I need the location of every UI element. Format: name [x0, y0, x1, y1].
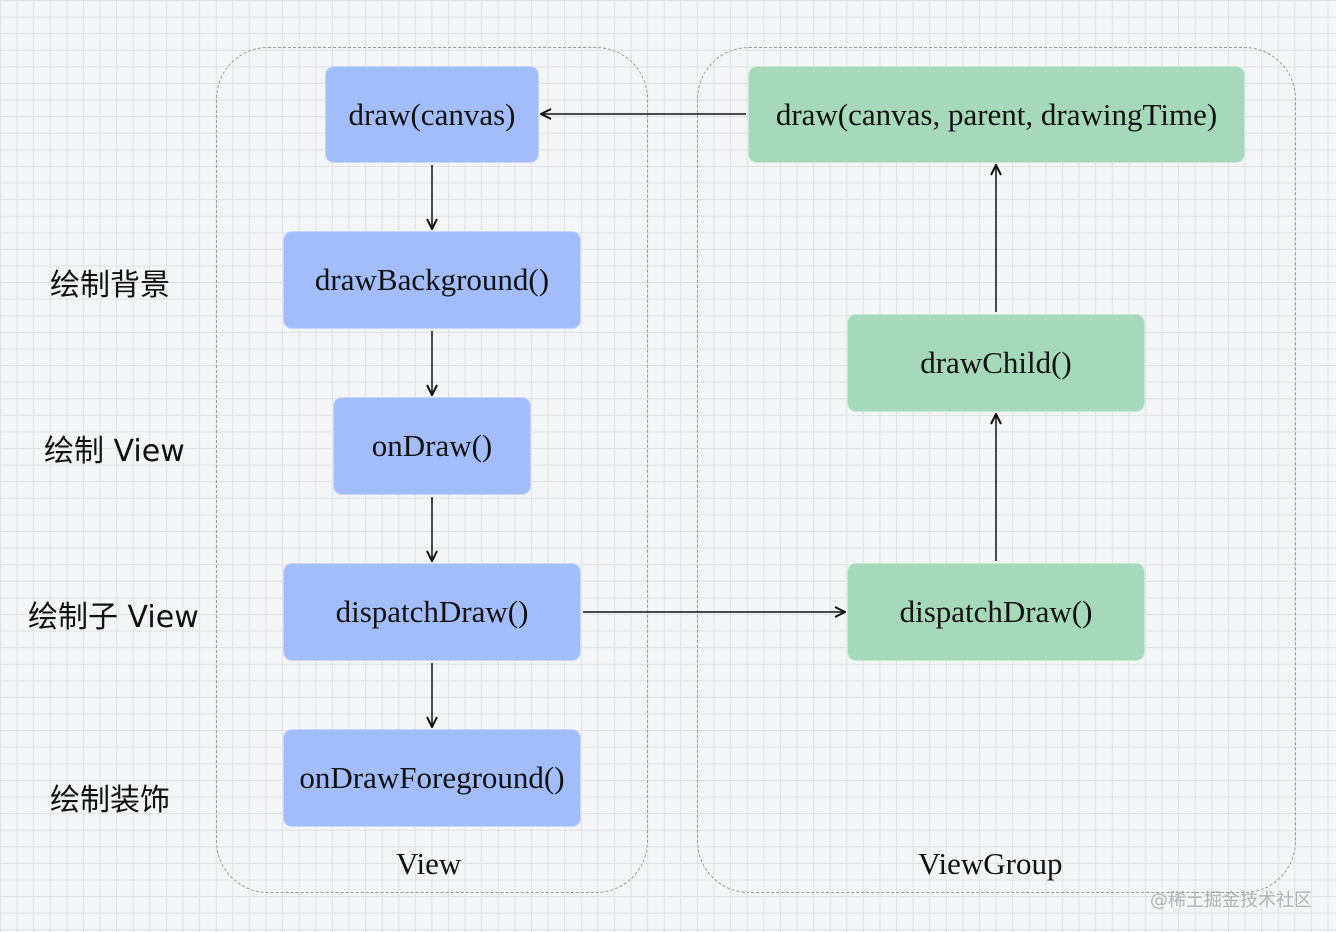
view-on-draw-foreground-node: onDrawForeground(): [283, 729, 581, 827]
viewgroup-group-container: [697, 47, 1296, 893]
view-group-container: [216, 47, 648, 893]
viewgroup-dispatch-draw-node: dispatchDraw(): [847, 563, 1145, 661]
viewgroup-draw-node: draw(canvas, parent, drawingTime): [748, 66, 1245, 163]
view-draw-node: draw(canvas): [325, 66, 539, 163]
watermark: @稀土掘金技术社区: [1150, 890, 1312, 911]
viewgroup-draw-child-node: drawChild(): [847, 314, 1145, 412]
viewgroup-group-label: ViewGroup: [918, 846, 1063, 881]
row-label-draw-child-view: 绘制子 View: [28, 600, 199, 635]
view-on-draw-node: onDraw(): [333, 397, 531, 495]
row-label-draw-background: 绘制背景: [50, 268, 170, 303]
row-label-draw-decoration: 绘制装饰: [50, 783, 170, 818]
view-draw-background-node: drawBackground(): [283, 231, 581, 329]
row-label-draw-view: 绘制 View: [44, 434, 185, 469]
view-group-label: View: [396, 846, 462, 881]
view-dispatch-draw-node: dispatchDraw(): [283, 563, 581, 661]
